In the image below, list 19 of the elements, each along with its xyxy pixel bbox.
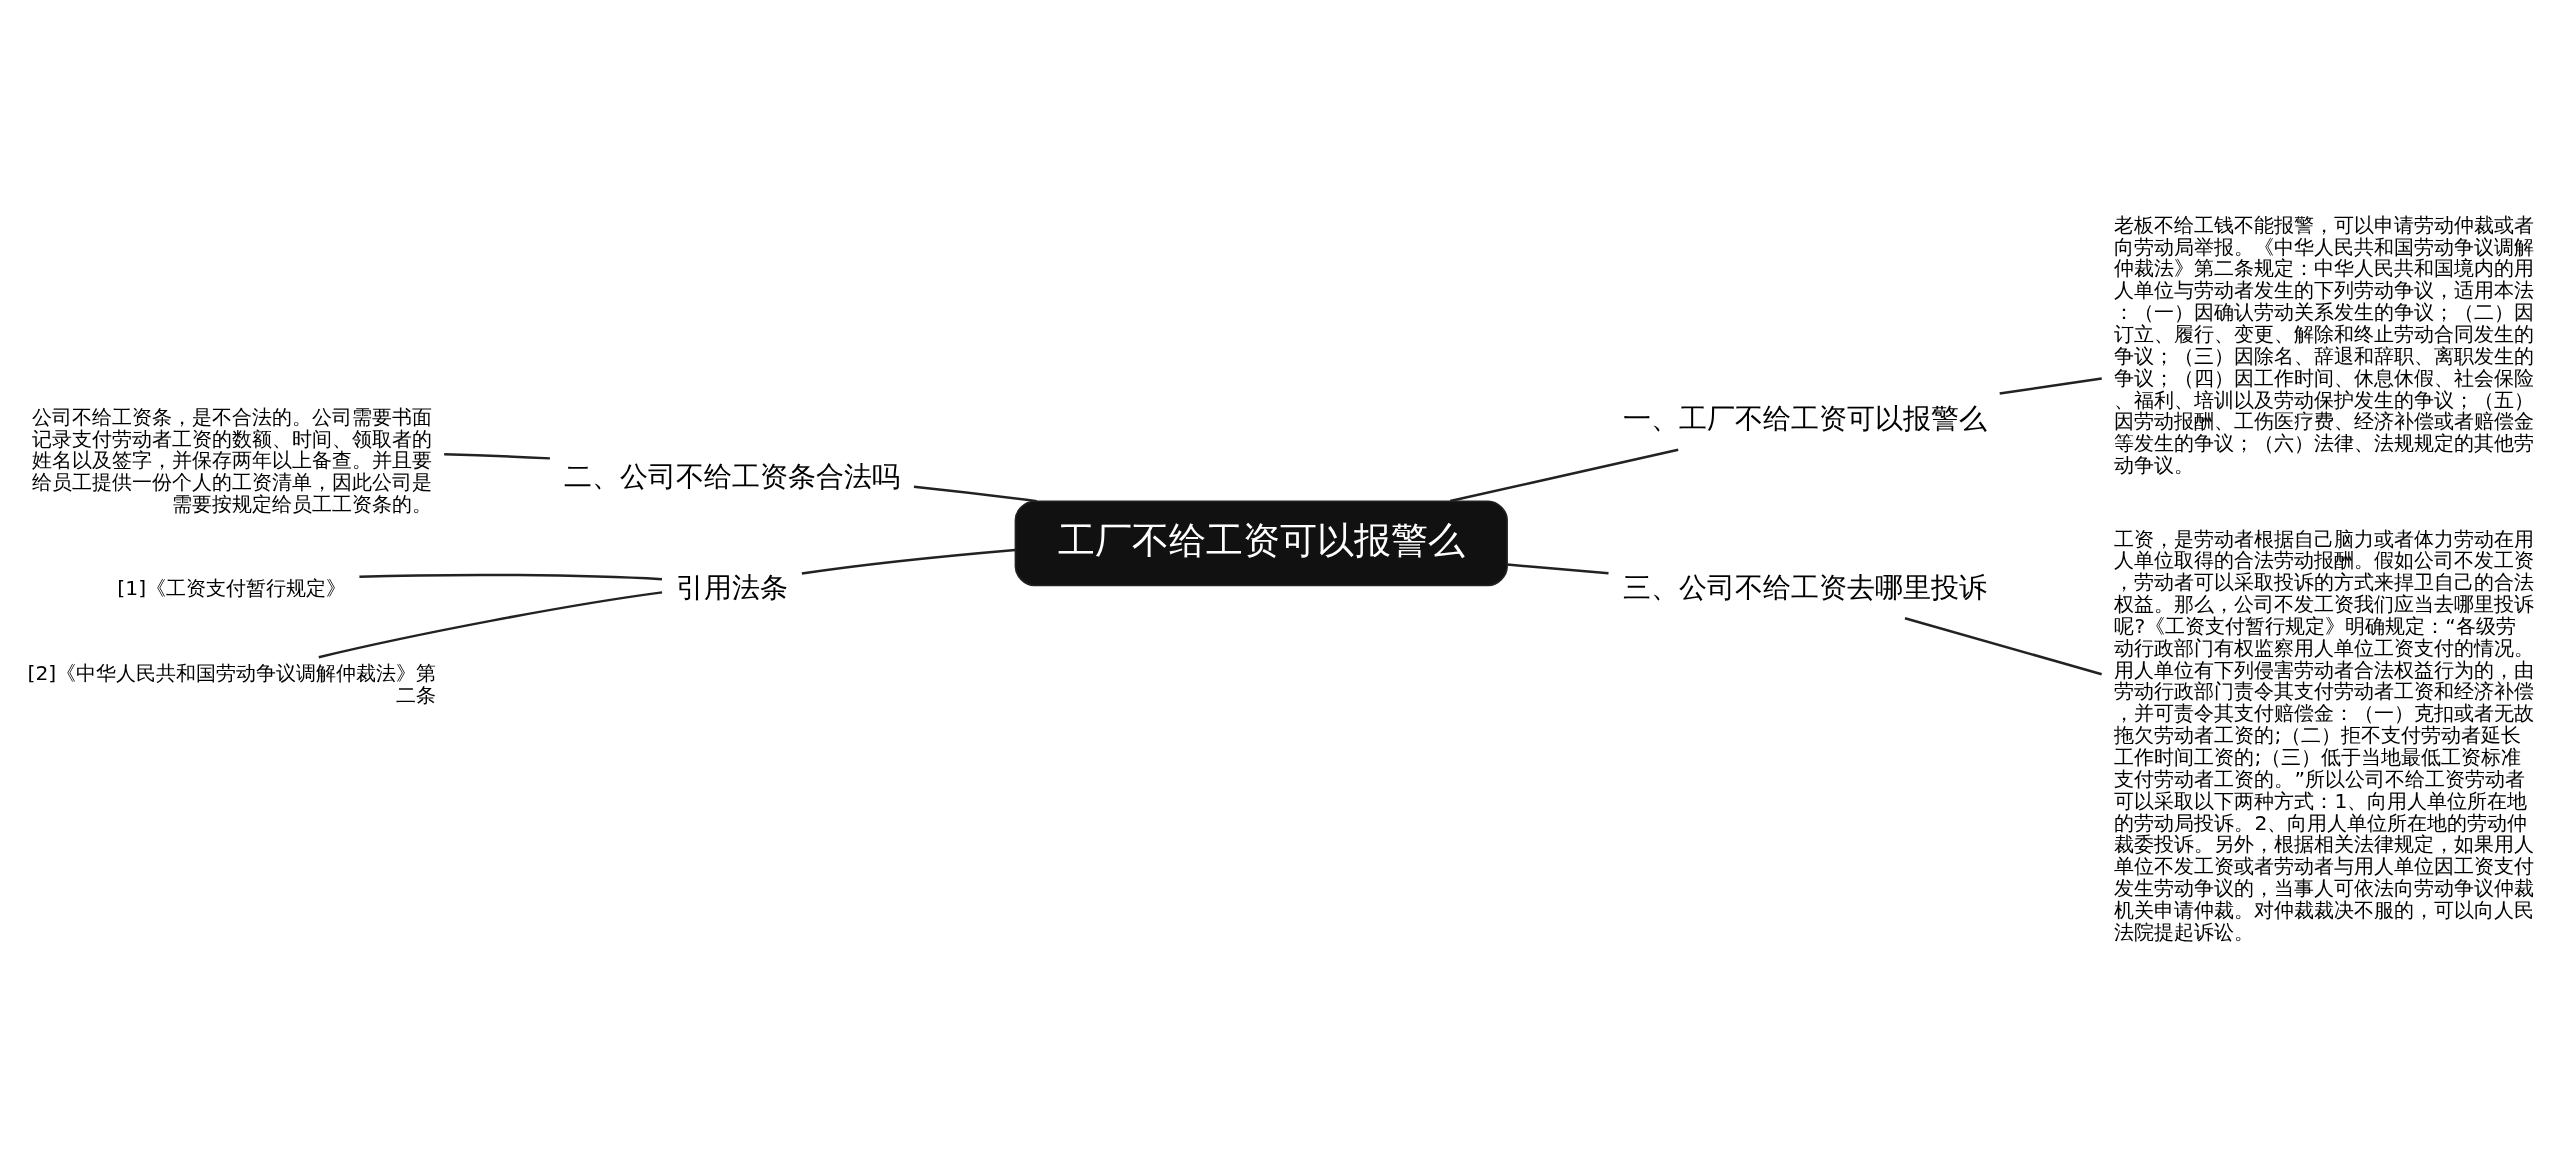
node-text: 引用法条	[676, 570, 789, 604]
node-text: 公司不给工资条，是不合法的。公司需要书面记录支付劳动者工资的数额、时间、领取者的姓名以及签字，并保存两年以上备查。并且要给员工提供一份个人的工资清单，因此公司是需要按规定给员工工资条的。	[31, 404, 432, 516]
node-text: 老板不给工钱不能报警，可以申请劳动仲裁或者向劳动局举报。《中华人民共和国劳动争议调解仲裁法》第二条规定：中华人民共和国境内的用人单位与劳动者发生的下列劳动争议，适用本法：（一）因确认劳动关系发生的争议；（二）因订立、履行、变更、解除和终止劳动合同发生的争议；（三）因除名、辞退和辞职、离职发生的争议；（四）因工作时间、休息休假、社会保险、福利、培训以及劳动保护发生的争议；（五）因劳动报酬、工伤医疗费、经济补偿或者赔偿金等发生的争议；（六）法律、法规规定的其他劳动争议。	[2114, 212, 2535, 477]
connector	[444, 452, 550, 460]
node-text: 工资，是劳动者根据自己脑力或者体力劳动在用人单位取得的合法劳动报酬。假如公司不发工资，劳动者可以采取投诉的方式来捍卫自己的合法权益。那么，公司不发工资我们应当去哪里投诉呢?《工资支付暂行规定》明确规定：“各级劳动行政部门有权监察用人单位工资支付的情况。用人单位有下列侵害劳动者合法权益行为的，由劳动行政部门责令其支付劳动者工资和经济补偿，并可责令其支付赔偿金：（一）克扣或者无故拖欠劳动者工资的;（二）拒不支付劳动者延长工作时间工资的;（三）低于当地最低工资标准支付劳动者工资的。”所以公司不给工资劳动者可以采取以下两种方式：1、向用人单位所在地的劳动局投诉。2、向用人单位所在地的劳动仲裁委投诉。另外，根据相关法律规定，如果用人单位不发工资或者劳动者与用人单位因工资支付发生劳动争议的，当事人可依法向劳动争议仲裁机关申请仲裁。对仲裁裁决不服的，可以向人民法院提起诉讼。	[2114, 526, 2535, 944]
node-text: 三、公司不给工资去哪里投诉	[1622, 570, 1987, 604]
connector	[1507, 562, 1609, 575]
node-box: 工厂不给工资可以报警么	[1014, 499, 1508, 586]
node-text: [2]《中华人民共和国劳动争议调解仲裁法》第二条	[27, 660, 437, 707]
connector	[1449, 447, 1679, 502]
connector	[801, 548, 1016, 575]
node-text: [1]《工资支付暂行规定》	[117, 575, 347, 600]
connector	[359, 573, 663, 580]
connector	[318, 590, 663, 658]
connector	[1999, 376, 2102, 395]
connector	[913, 484, 1037, 502]
node-text: 二、公司不给工资条合法吗	[564, 459, 901, 493]
node-text: 一、工厂不给工资可以报警么	[1622, 401, 1987, 435]
connector	[1904, 616, 2102, 675]
